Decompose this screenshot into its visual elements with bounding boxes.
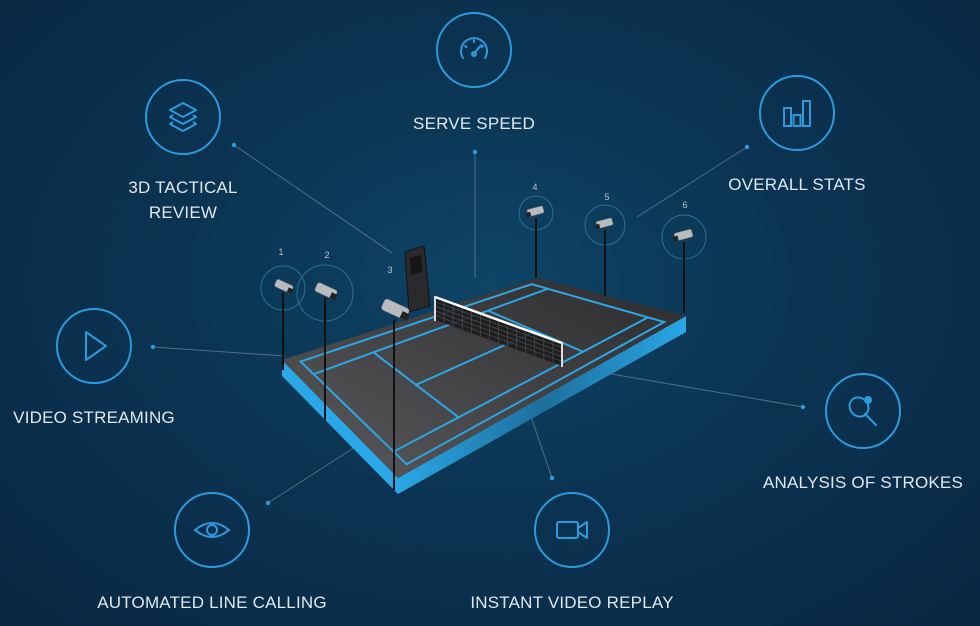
kiosk xyxy=(404,245,431,313)
net-grid-line xyxy=(434,310,563,358)
camera-lens xyxy=(399,311,410,322)
tennis-net xyxy=(434,295,563,367)
feature-3d-tactical-review-button[interactable] xyxy=(145,79,221,155)
connector-line xyxy=(233,144,393,254)
camera-number-3: 3 xyxy=(387,265,393,275)
net-grid-line xyxy=(434,315,563,362)
connector-dot xyxy=(800,404,806,410)
connector-dot xyxy=(549,475,555,481)
connector-line xyxy=(636,146,748,218)
net-tape xyxy=(434,295,563,345)
net-grid-line xyxy=(434,301,563,348)
tennis-racket-icon xyxy=(848,396,877,426)
camera-1 xyxy=(260,265,306,370)
connector-line xyxy=(152,346,286,357)
camera-number-6: 6 xyxy=(682,200,688,210)
feature-label-analysis-of-strokes: ANALYSIS OF STROKES xyxy=(763,473,963,492)
feature-analysis-of-strokes-button[interactable] xyxy=(825,373,901,449)
camera-5 xyxy=(584,204,626,296)
feature-label-serve-speed: SERVE SPEED xyxy=(413,114,535,133)
video-camera-icon xyxy=(556,521,588,539)
layers-icon xyxy=(169,102,197,132)
camera-number-1: 1 xyxy=(278,247,284,257)
bar-chart-icon xyxy=(783,100,811,127)
connector-dot xyxy=(231,142,237,148)
camera-lens xyxy=(672,235,679,242)
camera-number-5: 5 xyxy=(604,192,610,202)
connector-line xyxy=(599,371,804,408)
singles-sideline xyxy=(393,316,649,453)
connector-line xyxy=(267,446,356,504)
connector-dot xyxy=(265,500,271,506)
camera-lens xyxy=(286,287,294,295)
feature-label-automated-line-calling: AUTOMATED LINE CALLING xyxy=(97,593,327,612)
connector-dot xyxy=(150,344,156,350)
feature-video-streaming-button[interactable] xyxy=(56,308,132,384)
camera-2 xyxy=(296,264,354,420)
camera-3 xyxy=(381,298,410,490)
connector-dot xyxy=(744,144,750,150)
camera-number-4: 4 xyxy=(532,182,538,192)
camera-4 xyxy=(518,195,554,278)
camera-lens xyxy=(525,211,532,218)
camera-lens xyxy=(594,223,601,230)
camera-number-2: 2 xyxy=(324,250,330,260)
feature-instant-video-replay-button[interactable] xyxy=(534,492,610,568)
camera-6 xyxy=(661,214,707,313)
net-grid-line xyxy=(434,305,563,353)
singles-sideline xyxy=(313,287,549,376)
connector-lines xyxy=(150,142,806,506)
court-side-front xyxy=(398,316,686,494)
feature-serve-speed-button[interactable] xyxy=(436,12,512,88)
kiosk-screen xyxy=(410,255,422,275)
feature-overall-stats-button[interactable] xyxy=(759,75,835,151)
tennis-court xyxy=(260,195,707,494)
feature-label-video-streaming: VIDEO STREAMING xyxy=(13,408,175,427)
court-surface xyxy=(282,278,686,478)
camera-lens xyxy=(329,292,338,301)
play-icon xyxy=(85,331,107,361)
court-side-left xyxy=(282,360,398,494)
feature-label-instant-video-replay: INSTANT VIDEO REPLAY xyxy=(470,593,674,612)
feature-automated-line-calling-button[interactable] xyxy=(174,492,250,568)
eye-icon xyxy=(193,522,231,538)
feature-label-overall-stats: OVERALL STATS xyxy=(728,175,866,194)
speedometer-icon xyxy=(460,37,488,59)
connector-line xyxy=(527,407,553,479)
connector-dot xyxy=(472,149,478,155)
